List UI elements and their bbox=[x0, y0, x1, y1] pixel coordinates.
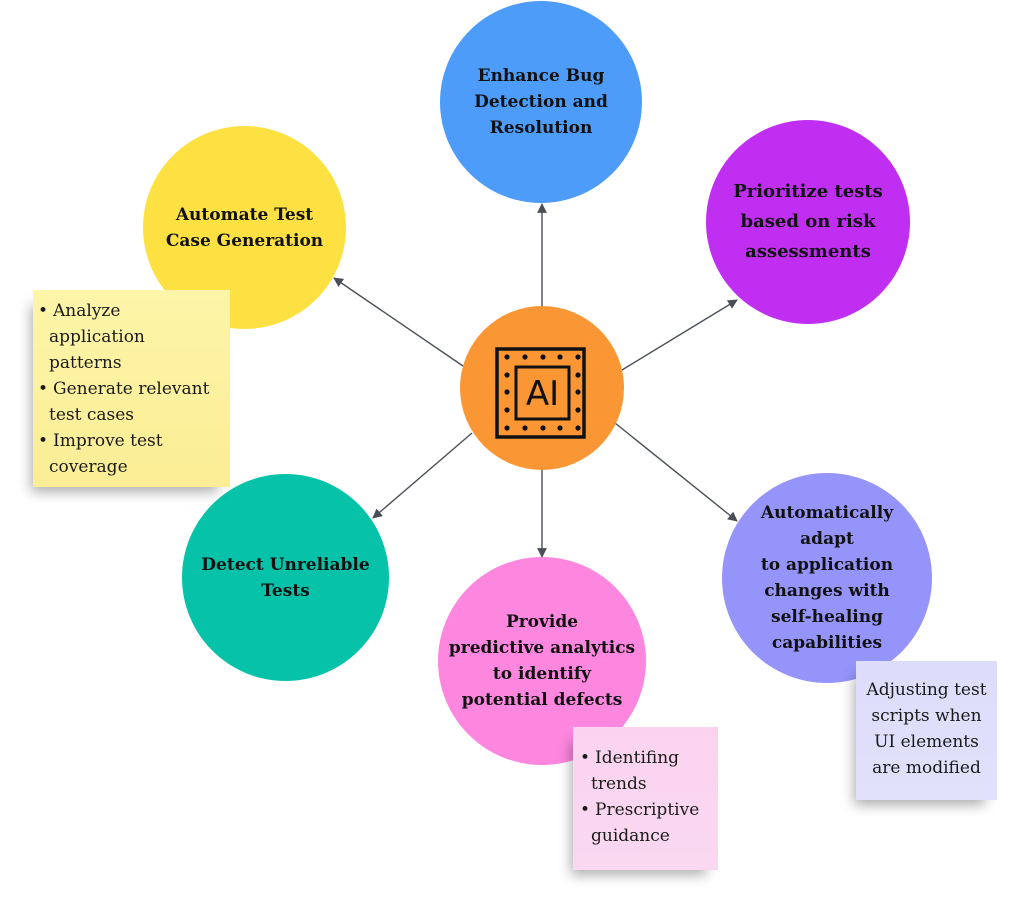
note-text: trends bbox=[591, 774, 647, 794]
note-text: UI elements bbox=[874, 732, 979, 752]
sticky-note-self-healing: Adjusting test scripts when UI elements … bbox=[856, 661, 997, 800]
chip-pin bbox=[504, 389, 510, 395]
chip-pin bbox=[504, 407, 510, 413]
chip-pin bbox=[557, 354, 563, 360]
node-label-line: based on risk bbox=[740, 211, 876, 232]
chip-outer-frame bbox=[495, 347, 586, 439]
node-label-line: adapt bbox=[800, 529, 854, 549]
arrow-to-unreliable-tests bbox=[372, 432, 473, 519]
node-label-line: Detection and bbox=[474, 92, 608, 112]
node-label-line: Case Generation bbox=[165, 230, 324, 251]
bullet-icon: • bbox=[38, 431, 49, 451]
node-label-line: Enhance Bug bbox=[477, 66, 605, 86]
chip-pin bbox=[504, 372, 510, 378]
node-label-line: Tests bbox=[261, 580, 310, 601]
node-label-line: potential defects bbox=[461, 690, 623, 710]
node-label-line: self-healing bbox=[771, 607, 883, 627]
note-text: Identifing bbox=[595, 748, 680, 768]
note-text: scripts when bbox=[871, 706, 982, 726]
chip-pin bbox=[522, 425, 528, 431]
note-bullet-item: •Prescriptive guidance bbox=[580, 797, 718, 849]
node-label-line: capabilities bbox=[771, 633, 883, 653]
ai-chip-icon: AI bbox=[495, 347, 586, 439]
arrow-to-test-generation bbox=[333, 277, 464, 367]
chip-pin bbox=[504, 354, 510, 360]
chip-pins bbox=[504, 354, 581, 431]
node-label-line: Provide bbox=[505, 612, 579, 632]
chip-pin bbox=[575, 407, 581, 413]
node-self-healing[interactable]: Automatically adapt to application chang… bbox=[722, 473, 932, 683]
center-hub-ai[interactable] bbox=[460, 306, 624, 470]
note-text: Improve test bbox=[53, 431, 163, 451]
node-label-line: to identify bbox=[492, 664, 592, 684]
note-bullet-item: •Generate relevant test cases bbox=[38, 376, 230, 428]
node-label-line: Automatically bbox=[760, 503, 894, 523]
bullet-icon: • bbox=[38, 301, 49, 321]
node-unreliable-tests[interactable]: Detect Unreliable Tests bbox=[182, 474, 389, 681]
node-label-line: to application bbox=[760, 555, 894, 575]
bullet-icon: • bbox=[38, 379, 49, 399]
note-bullet-item: •Identifing trends bbox=[580, 745, 718, 797]
chip-inner-frame bbox=[514, 365, 571, 421]
note-bullet-item: •Improve test coverage bbox=[38, 428, 230, 480]
note-text: Adjusting test bbox=[866, 680, 987, 700]
note-text: coverage bbox=[49, 457, 128, 477]
note-text: are modified bbox=[872, 758, 981, 778]
node-label-line: predictive analytics bbox=[448, 638, 636, 658]
chip-pin bbox=[504, 425, 510, 431]
note-text: Generate relevant bbox=[53, 379, 210, 399]
chip-pin bbox=[575, 354, 581, 360]
arrow-to-risk-prioritization bbox=[621, 299, 738, 371]
chip-label: AI bbox=[526, 374, 559, 414]
chip-pin bbox=[557, 425, 563, 431]
sticky-note-test-generation: •Analyze application patterns •Generate … bbox=[33, 290, 230, 487]
node-risk-prioritization[interactable]: Prioritize tests based on risk assessmen… bbox=[706, 120, 910, 324]
bullet-icon: • bbox=[580, 800, 591, 820]
node-label-line: changes with bbox=[764, 581, 890, 601]
note-text: guidance bbox=[591, 826, 670, 846]
chip-pin bbox=[575, 389, 581, 395]
node-label-line: Automate Test bbox=[175, 204, 314, 225]
chip-pin bbox=[540, 354, 546, 360]
note-text: test cases bbox=[49, 405, 135, 425]
node-bug-detection[interactable]: Enhance Bug Detection and Resolution bbox=[440, 1, 642, 203]
note-text: application bbox=[49, 327, 145, 347]
chip-pin bbox=[540, 425, 546, 431]
bullet-icon: • bbox=[580, 748, 591, 768]
arrow-to-self-healing bbox=[614, 422, 738, 522]
node-label-line: Detect Unreliable bbox=[201, 554, 370, 575]
chip-pin bbox=[575, 372, 581, 378]
chip-pin bbox=[575, 425, 581, 431]
note-text: Prescriptive bbox=[595, 800, 700, 820]
note-text: patterns bbox=[49, 353, 122, 373]
chip-pin bbox=[522, 354, 528, 360]
node-label-line: Prioritize tests bbox=[733, 181, 883, 202]
note-text: Analyze bbox=[53, 301, 121, 321]
node-label-line: assessments bbox=[745, 241, 871, 262]
node-label-line: Resolution bbox=[489, 118, 593, 138]
sticky-note-predictive-analytics: •Identifing trends •Prescriptive guidanc… bbox=[573, 727, 718, 870]
note-bullet-item: •Analyze application patterns bbox=[38, 298, 230, 376]
